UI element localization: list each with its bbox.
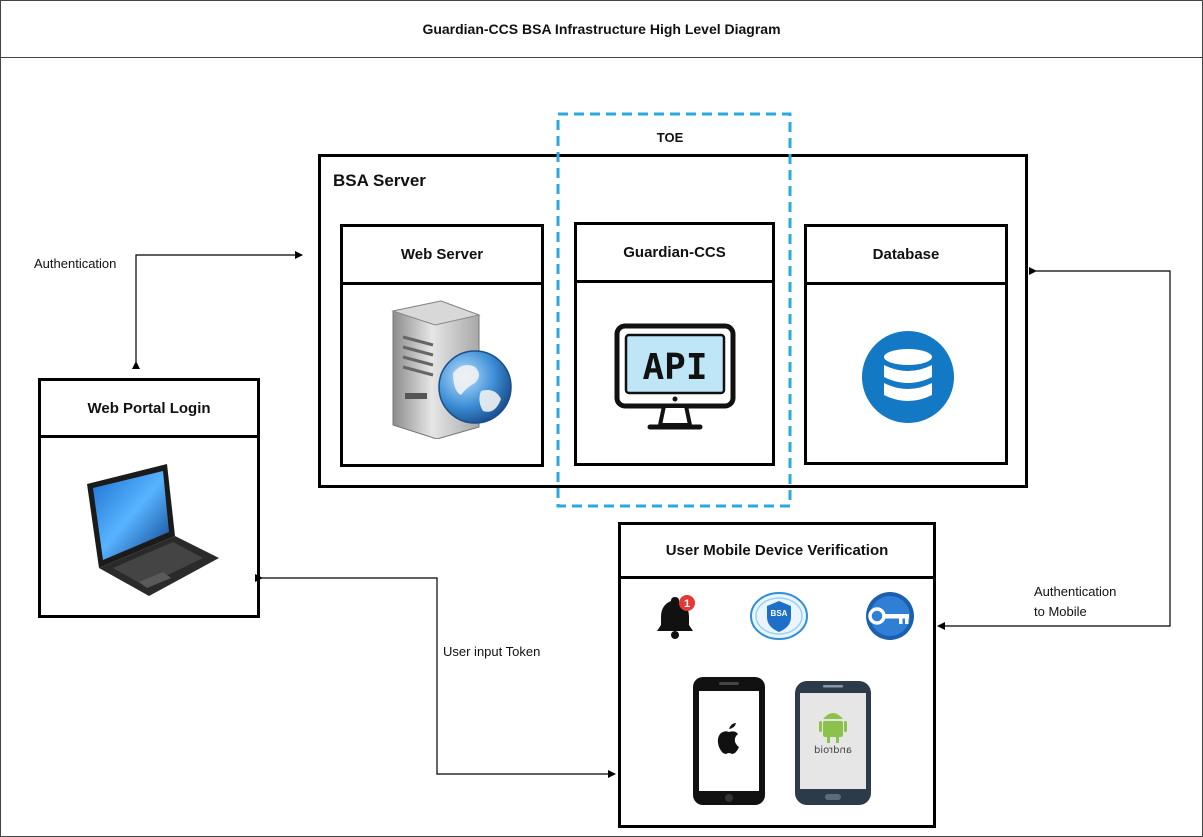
web-server-body (343, 285, 541, 464)
bsa-server-label: BSA Server (333, 171, 426, 190)
web-server-label: Web Server (343, 227, 541, 285)
notification-bell-icon: 1 (657, 595, 695, 639)
api-text: API (642, 347, 707, 388)
database-label: Database (807, 227, 1005, 285)
diagram-title: Guardian-CCS BSA Infrastructure High Lev… (0, 0, 1203, 58)
web-server-globe-icon (391, 300, 512, 439)
authentication-to-mobile-label-line1: Authentication (1034, 584, 1117, 599)
toe-boundary (556, 112, 792, 508)
android-phone-icon: android (795, 681, 871, 805)
user-input-token-arrow (255, 574, 616, 778)
iphone-icon (693, 677, 765, 805)
bsa-badge-text: BSA (771, 609, 788, 618)
guardian-ccs-box: Guardian-CCS API (574, 222, 775, 466)
android-wordmark: android (814, 745, 852, 756)
guardian-ccs-body: API (577, 283, 772, 463)
key-icon (866, 592, 914, 640)
user-input-token-label: User input Token (443, 644, 541, 659)
guardian-ccs-label: Guardian-CCS (577, 225, 772, 283)
authentication-to-mobile-arrow (937, 267, 1171, 630)
web-portal-login-label: Web Portal Login (41, 381, 257, 438)
web-server-box: Web Server (340, 224, 544, 467)
web-portal-body (41, 438, 257, 615)
bsa-shield-icon: BSA (750, 592, 808, 640)
mobile-verification-box: User Mobile Device Verification 1 BSA (618, 522, 936, 828)
mobile-verification-body: 1 BSA (621, 579, 933, 825)
api-monitor-icon: API (614, 323, 736, 430)
mobile-verification-label: User Mobile Device Verification (621, 525, 933, 579)
authentication-label: Authentication (34, 256, 117, 271)
toe-label: TOE (656, 130, 684, 145)
web-portal-login-box: Web Portal Login (38, 378, 260, 618)
authentication-arrow (132, 251, 303, 369)
notification-badge-count: 1 (684, 598, 690, 610)
authentication-to-mobile-label-line2: to Mobile (1034, 604, 1087, 619)
database-icon (862, 331, 954, 423)
laptop-icon (87, 464, 219, 596)
database-body (807, 285, 1005, 462)
